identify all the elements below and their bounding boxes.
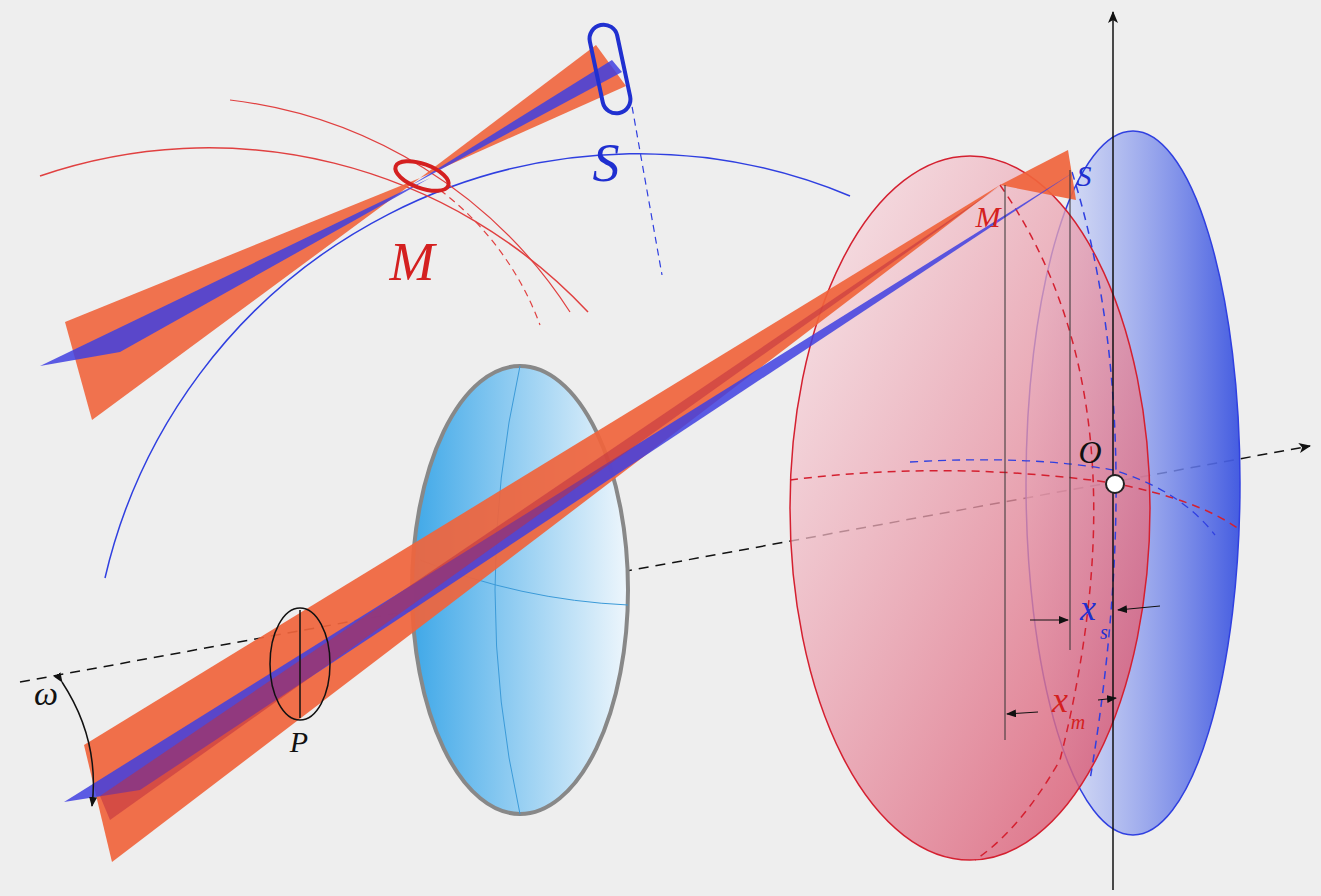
meridional-fan: [65, 178, 420, 420]
drop-line: [1070, 170, 1071, 650]
aperture-line: [299, 610, 301, 718]
subscript: s: [1100, 622, 1108, 642]
dimension-arrow: [1030, 620, 1068, 621]
meridional-point-label: M: [976, 202, 1001, 232]
sagittal-focus-mark: [587, 22, 633, 116]
distance-symbol: x: [1080, 590, 1096, 626]
overlap-fan: [100, 186, 1000, 820]
sagittal-point-label: S: [1077, 161, 1092, 191]
dimension-arrow: [1098, 698, 1116, 700]
sagittal-fan: [410, 60, 622, 186]
origin-label: O: [1078, 436, 1101, 468]
distance-symbol: x: [1052, 682, 1068, 718]
dashed-arc: [440, 190, 540, 325]
dimension-arrow: [1118, 606, 1160, 610]
sagittal-focus-label: S: [593, 136, 620, 190]
dashed-curve: [790, 471, 1240, 530]
meridional-fan: [1000, 150, 1076, 200]
angle-arc: [62, 682, 93, 806]
subscript: m: [1071, 712, 1085, 732]
drop-line: [1005, 185, 1006, 740]
meridional-surface: [790, 156, 1150, 860]
dashed-line: [630, 95, 662, 275]
sagittal-fan: [40, 178, 430, 366]
dimension-arrow: [1007, 712, 1038, 714]
origin-point: [1106, 475, 1124, 493]
field-angle-label: ω: [34, 677, 58, 711]
meridional-focus-mark: [392, 155, 453, 197]
aperture-stop: [270, 608, 330, 720]
vertical-axis: [1112, 12, 1114, 890]
dashed-curve: [975, 185, 1094, 860]
dashed-curve: [910, 460, 1215, 535]
meridional-focus-label: M: [390, 235, 435, 289]
aperture-label: P: [290, 727, 308, 757]
